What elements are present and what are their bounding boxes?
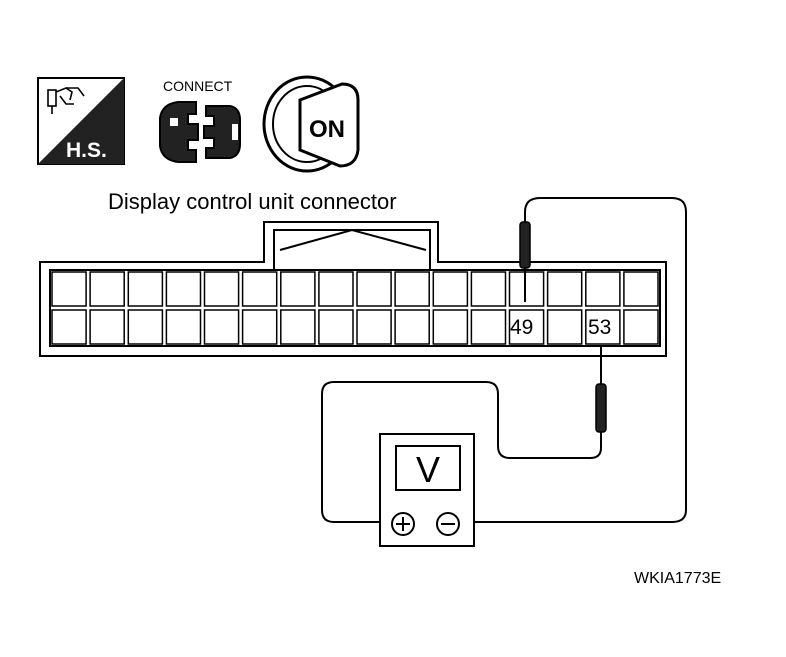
positive-terminal	[391, 512, 415, 536]
pin-cavity	[318, 271, 354, 307]
pin-cavity	[241, 271, 278, 307]
hs-label: H.S.	[66, 139, 107, 162]
test-leads	[321, 197, 687, 523]
ignition-label: ON	[309, 116, 345, 143]
pin-cavity	[280, 271, 316, 307]
probe-pin-49	[519, 221, 531, 302]
probe-pin-53	[595, 346, 607, 433]
pin-cavity	[546, 309, 583, 345]
pin-cavity	[585, 309, 621, 345]
pin-cavity	[127, 271, 164, 307]
pin-cavity	[394, 271, 430, 307]
pin-cavity	[432, 309, 469, 345]
pin-cavity	[165, 271, 202, 307]
pin-cavity	[508, 271, 545, 307]
pin-cavity	[432, 271, 469, 307]
hs-icon: H.S.	[37, 77, 125, 165]
negative-terminal	[436, 512, 460, 536]
pin-cavity	[51, 271, 87, 307]
pin-cavity	[508, 309, 545, 345]
pin-cavity	[356, 271, 392, 307]
pin-cavity	[470, 309, 507, 345]
pin-cavity	[623, 271, 659, 307]
connect-icon: CONNECT	[159, 78, 241, 163]
pin-cavity	[165, 309, 202, 345]
pin-cavity	[127, 309, 164, 345]
pin-cavity	[89, 309, 125, 345]
pin-cavity	[585, 271, 621, 307]
ignition-on-icon: ON	[262, 75, 360, 173]
pin-cavity	[280, 309, 316, 345]
pin-cavity	[470, 271, 507, 307]
pin-cavity	[623, 309, 659, 345]
meter-display: V	[416, 449, 440, 490]
pin-cavity	[203, 309, 240, 345]
pin-label-49: 49	[510, 316, 533, 339]
connector-title: Display control unit connector	[108, 189, 397, 214]
pin-cavity	[241, 309, 278, 345]
pin-cavity	[203, 271, 240, 307]
voltmeter: V	[379, 433, 475, 547]
pin-cavity	[546, 271, 583, 307]
reference-code: WKIA1773E	[634, 570, 721, 587]
pin-cavity	[356, 309, 392, 345]
pin-cavity	[394, 309, 430, 345]
pin-grid	[51, 271, 659, 345]
pin-cavity	[51, 309, 87, 345]
pin-cavity	[318, 309, 354, 345]
connector: 49 53	[39, 221, 667, 357]
pin-cavity	[89, 271, 125, 307]
pin-label-53: 53	[588, 316, 611, 339]
connect-label: CONNECT	[163, 78, 233, 94]
